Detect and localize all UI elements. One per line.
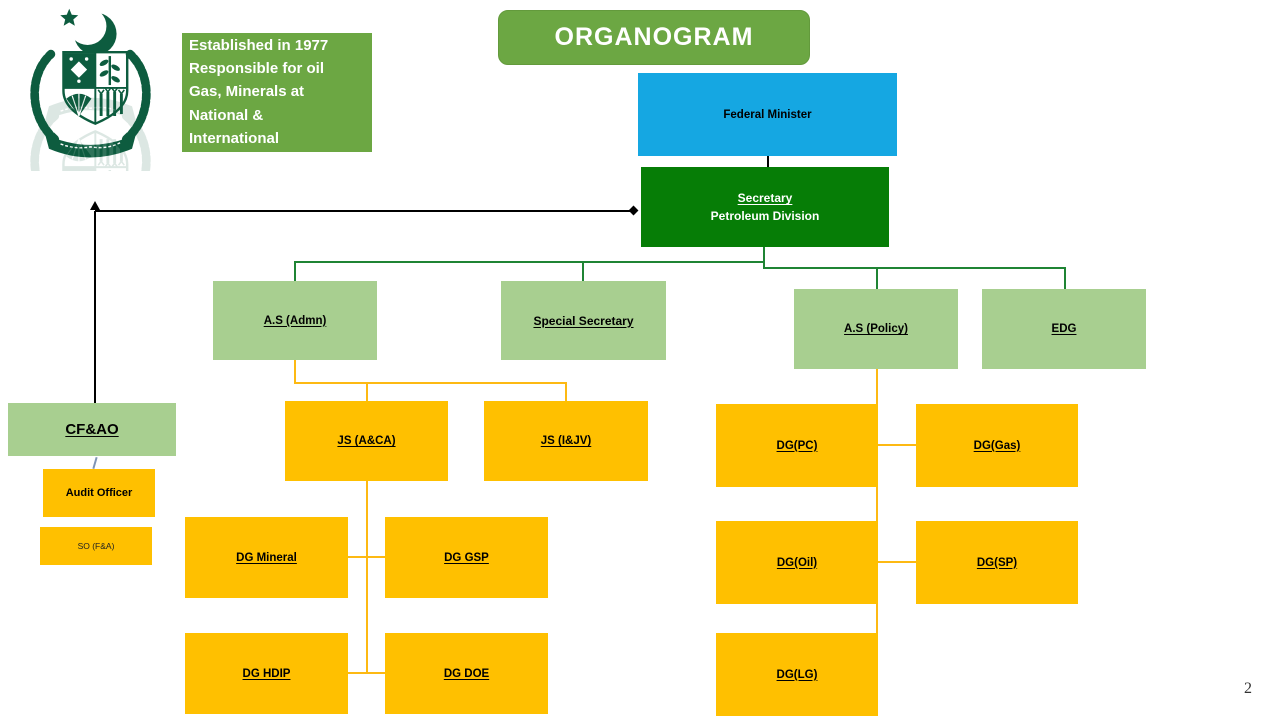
org-node-js-ijv: JS (I&JV) — [484, 401, 648, 481]
org-node-so-fa: SO (F&A) — [40, 527, 152, 565]
node-label: DG(Oil) — [776, 556, 818, 569]
connector-secretary-cfao-horizontal — [95, 210, 632, 212]
org-node-js-aca: JS (A&CA) — [285, 401, 448, 481]
connector-drop-as-policy — [876, 267, 878, 289]
node-label: Audit Officer — [65, 487, 133, 499]
org-node-dg-gas: DG(Gas) — [916, 404, 1078, 487]
connector-drop-js-ijv — [565, 382, 567, 401]
org-node-cfao: CF&AO — [8, 403, 176, 456]
node-label: CF&AO — [65, 421, 119, 438]
connector-diamond-endpoint — [628, 205, 639, 216]
node-label: DG GSP — [444, 551, 489, 564]
org-node-dg-gsp: DG GSP — [385, 517, 548, 598]
node-label: JS (A&CA) — [337, 435, 396, 447]
node-label: EDG — [1051, 323, 1077, 335]
page-number: 2 — [1244, 680, 1252, 697]
connector-asadmn-down — [294, 360, 296, 384]
connector-stub-pc-gas — [878, 444, 916, 446]
connector-js-horizontal — [294, 382, 567, 384]
node-label: JS (I&JV) — [540, 435, 592, 447]
connector-cfao-audit — [92, 456, 98, 470]
node-label: DG Mineral — [236, 551, 297, 564]
org-node-as-admn: A.S (Admn) — [213, 281, 377, 360]
connector-level2-left-horizontal — [294, 261, 765, 263]
org-node-dg-hdip: DG HDIP — [185, 633, 348, 714]
org-node-secretary: Secretary Petroleum Division — [641, 167, 889, 247]
node-label: DG(LG) — [776, 668, 818, 681]
org-node-dg-pc: DG(PC) — [716, 404, 878, 487]
org-node-as-policy: A.S (Policy) — [794, 289, 958, 369]
connector-drop-js-aca — [366, 382, 368, 401]
node-label: Special Secretary — [533, 313, 634, 328]
connector-level2-right-horizontal — [763, 267, 1066, 269]
org-node-dg-lg: DG(LG) — [716, 633, 878, 716]
node-label: DG(Gas) — [973, 439, 1021, 452]
connector-aspolicy-spine — [876, 369, 878, 656]
node-label: Federal Minister — [723, 108, 812, 121]
slide-title-banner: ORGANOGRAM — [498, 10, 810, 65]
connector-drop-as-admn — [294, 261, 296, 281]
connector-minister-secretary — [767, 156, 769, 167]
connector-level2-right-vertical — [763, 261, 765, 269]
connector-stub-mineral-gsp — [348, 556, 385, 558]
node-label: A.S (Policy) — [844, 323, 908, 335]
connector-secretary-down — [763, 247, 765, 263]
connector-drop-special-secretary — [582, 261, 584, 281]
node-label: DG(PC) — [776, 439, 818, 452]
org-node-special-secretary: Special Secretary — [501, 281, 666, 360]
connector-stub-oil-sp — [878, 561, 916, 563]
org-node-dg-mineral: DG Mineral — [185, 517, 348, 598]
node-label: Secretary — [737, 191, 793, 205]
connector-jsaca-spine — [366, 481, 368, 674]
node-label: DG(SP) — [976, 556, 1018, 569]
info-box: Established in 1977 Responsible for oil … — [182, 33, 372, 152]
org-node-edg: EDG — [982, 289, 1146, 369]
org-node-federal-minister: Federal Minister — [638, 73, 897, 156]
node-sublabel: Petroleum Division — [710, 209, 820, 223]
org-node-dg-sp: DG(SP) — [916, 521, 1078, 604]
node-label: A.S (Admn) — [263, 314, 327, 327]
node-label: DG HDIP — [242, 667, 291, 680]
org-node-audit-officer: Audit Officer — [43, 469, 155, 517]
node-label: SO (F&A) — [77, 541, 115, 551]
connector-arrowhead-up — [90, 201, 100, 210]
connector-secretary-cfao-vertical — [94, 211, 96, 403]
org-node-dg-oil: DG(Oil) — [716, 521, 878, 604]
connector-drop-edg — [1064, 267, 1066, 289]
node-label: DG DOE — [443, 667, 490, 680]
connector-stub-hdip-doe — [348, 672, 385, 674]
org-node-dg-doe: DG DOE — [385, 633, 548, 714]
pakistan-emblem-logo — [18, 2, 163, 171]
